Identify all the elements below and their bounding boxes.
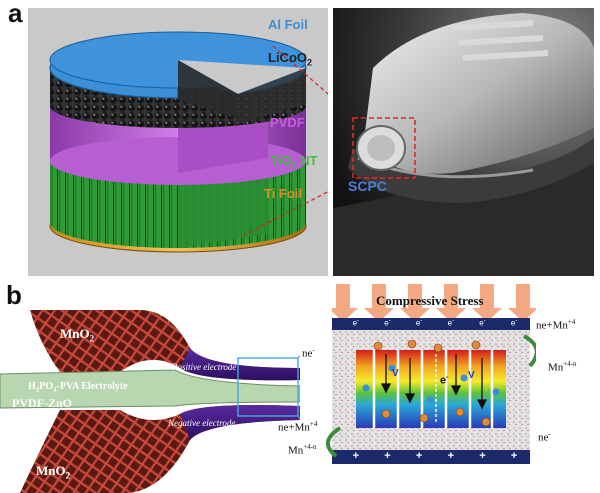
label-mno2-top: MnO2 <box>60 326 94 344</box>
label-positive-electrode: Positive electrode <box>172 362 237 372</box>
label-ne-mn-top-right: ne+Mn+4 <box>536 318 576 332</box>
stress-arrow-6 <box>508 284 536 322</box>
ion-v-label-2: V <box>468 370 475 381</box>
tio2-text: TiO <box>270 153 292 168</box>
mno2-top-text: MnO <box>60 326 90 341</box>
label-scpc: SCPC <box>348 178 387 194</box>
label-compressive-stress: Compressive Stress <box>376 293 484 308</box>
label-ti-foil: Ti Foil <box>264 186 303 201</box>
top-electron-5: e- <box>479 318 486 328</box>
label-mn-right: Mn+4-n <box>548 360 577 374</box>
core-electron-label: e- <box>440 374 449 387</box>
bottom-electrode-bar <box>332 450 530 464</box>
shoe-illustration <box>333 8 594 276</box>
ion-v-label-1: V <box>392 368 399 379</box>
plus-1: + <box>352 450 360 462</box>
top-electron-3: e- <box>415 318 423 328</box>
stress-arrow-5 <box>472 284 502 322</box>
plus-5: + <box>479 450 486 462</box>
label-mno2-bottom: MnO2 <box>36 463 70 481</box>
compressive-stress-arrows <box>332 284 536 322</box>
tio2-suffix: NT <box>296 153 318 168</box>
licoo2-text: LiCoO <box>268 50 307 65</box>
electrolyte-sub2: 4 <box>53 386 57 394</box>
label-licoo2: LiCoO2 <box>268 50 312 68</box>
label-al-foil: Al Foil <box>268 17 308 32</box>
mno2-top-subscript: 2 <box>89 333 95 344</box>
label-separator: PVDF-ZnO <box>12 396 72 410</box>
electrolyte-sub1: 3 <box>35 386 40 394</box>
battery-stack-illustration <box>49 31 359 253</box>
stress-arrow-2 <box>364 284 394 322</box>
stress-arrow-4 <box>436 284 466 322</box>
mno2-bottom-subscript: 2 <box>65 470 71 481</box>
plus-6: + <box>510 450 518 462</box>
top-electron-6: e- <box>510 318 518 328</box>
top-electron-4: e- <box>447 318 455 328</box>
label-electrolyte: H3PO4-PVA Electrolyte <box>28 381 128 394</box>
plus-4: + <box>447 450 455 462</box>
battery-schematic-panel <box>28 8 359 276</box>
licoo2-subscript: 2 <box>307 57 313 68</box>
mno2-bottom-text: MnO <box>36 463 66 478</box>
label-tio2-nt: TiO2 NT <box>270 153 317 171</box>
mechanism-schematic <box>326 318 536 464</box>
electrolyte-po: PO <box>39 381 54 392</box>
electrolyte-rest: -PVA Electrolyte <box>56 381 128 392</box>
top-electron-1: e- <box>352 318 360 328</box>
label-negative-electrode: Negative electrode <box>168 418 236 428</box>
stress-arrow-3 <box>400 284 430 322</box>
stress-arrow-1 <box>332 284 358 322</box>
plus-2: + <box>384 450 391 462</box>
tio2-subscript: 2 <box>291 160 297 171</box>
panel-a-letter: a <box>8 0 23 28</box>
panel-b-letter: b <box>6 280 22 310</box>
top-electron-labels: e- e- e- e- e- e- <box>340 318 530 328</box>
top-electrode-bar <box>332 318 530 330</box>
electrolyte-h: H <box>28 381 36 392</box>
shoe-photo <box>333 8 594 276</box>
label-pvdf: PVDF <box>270 115 305 130</box>
plus-3: + <box>415 450 423 462</box>
piezo-core <box>356 350 506 428</box>
label-ne-mn-bottom-left: ne+Mn+4 <box>278 420 318 434</box>
top-electron-2: e- <box>384 318 391 328</box>
label-ne-bottom-right: ne- <box>538 430 551 444</box>
label-mn-bottom-left: Mn+4-n <box>288 443 317 457</box>
bottom-plus-labels: + + + + + + <box>340 450 530 462</box>
curved-supercapacitor-illustration <box>0 310 300 493</box>
label-ne-left: ne- <box>302 346 315 360</box>
